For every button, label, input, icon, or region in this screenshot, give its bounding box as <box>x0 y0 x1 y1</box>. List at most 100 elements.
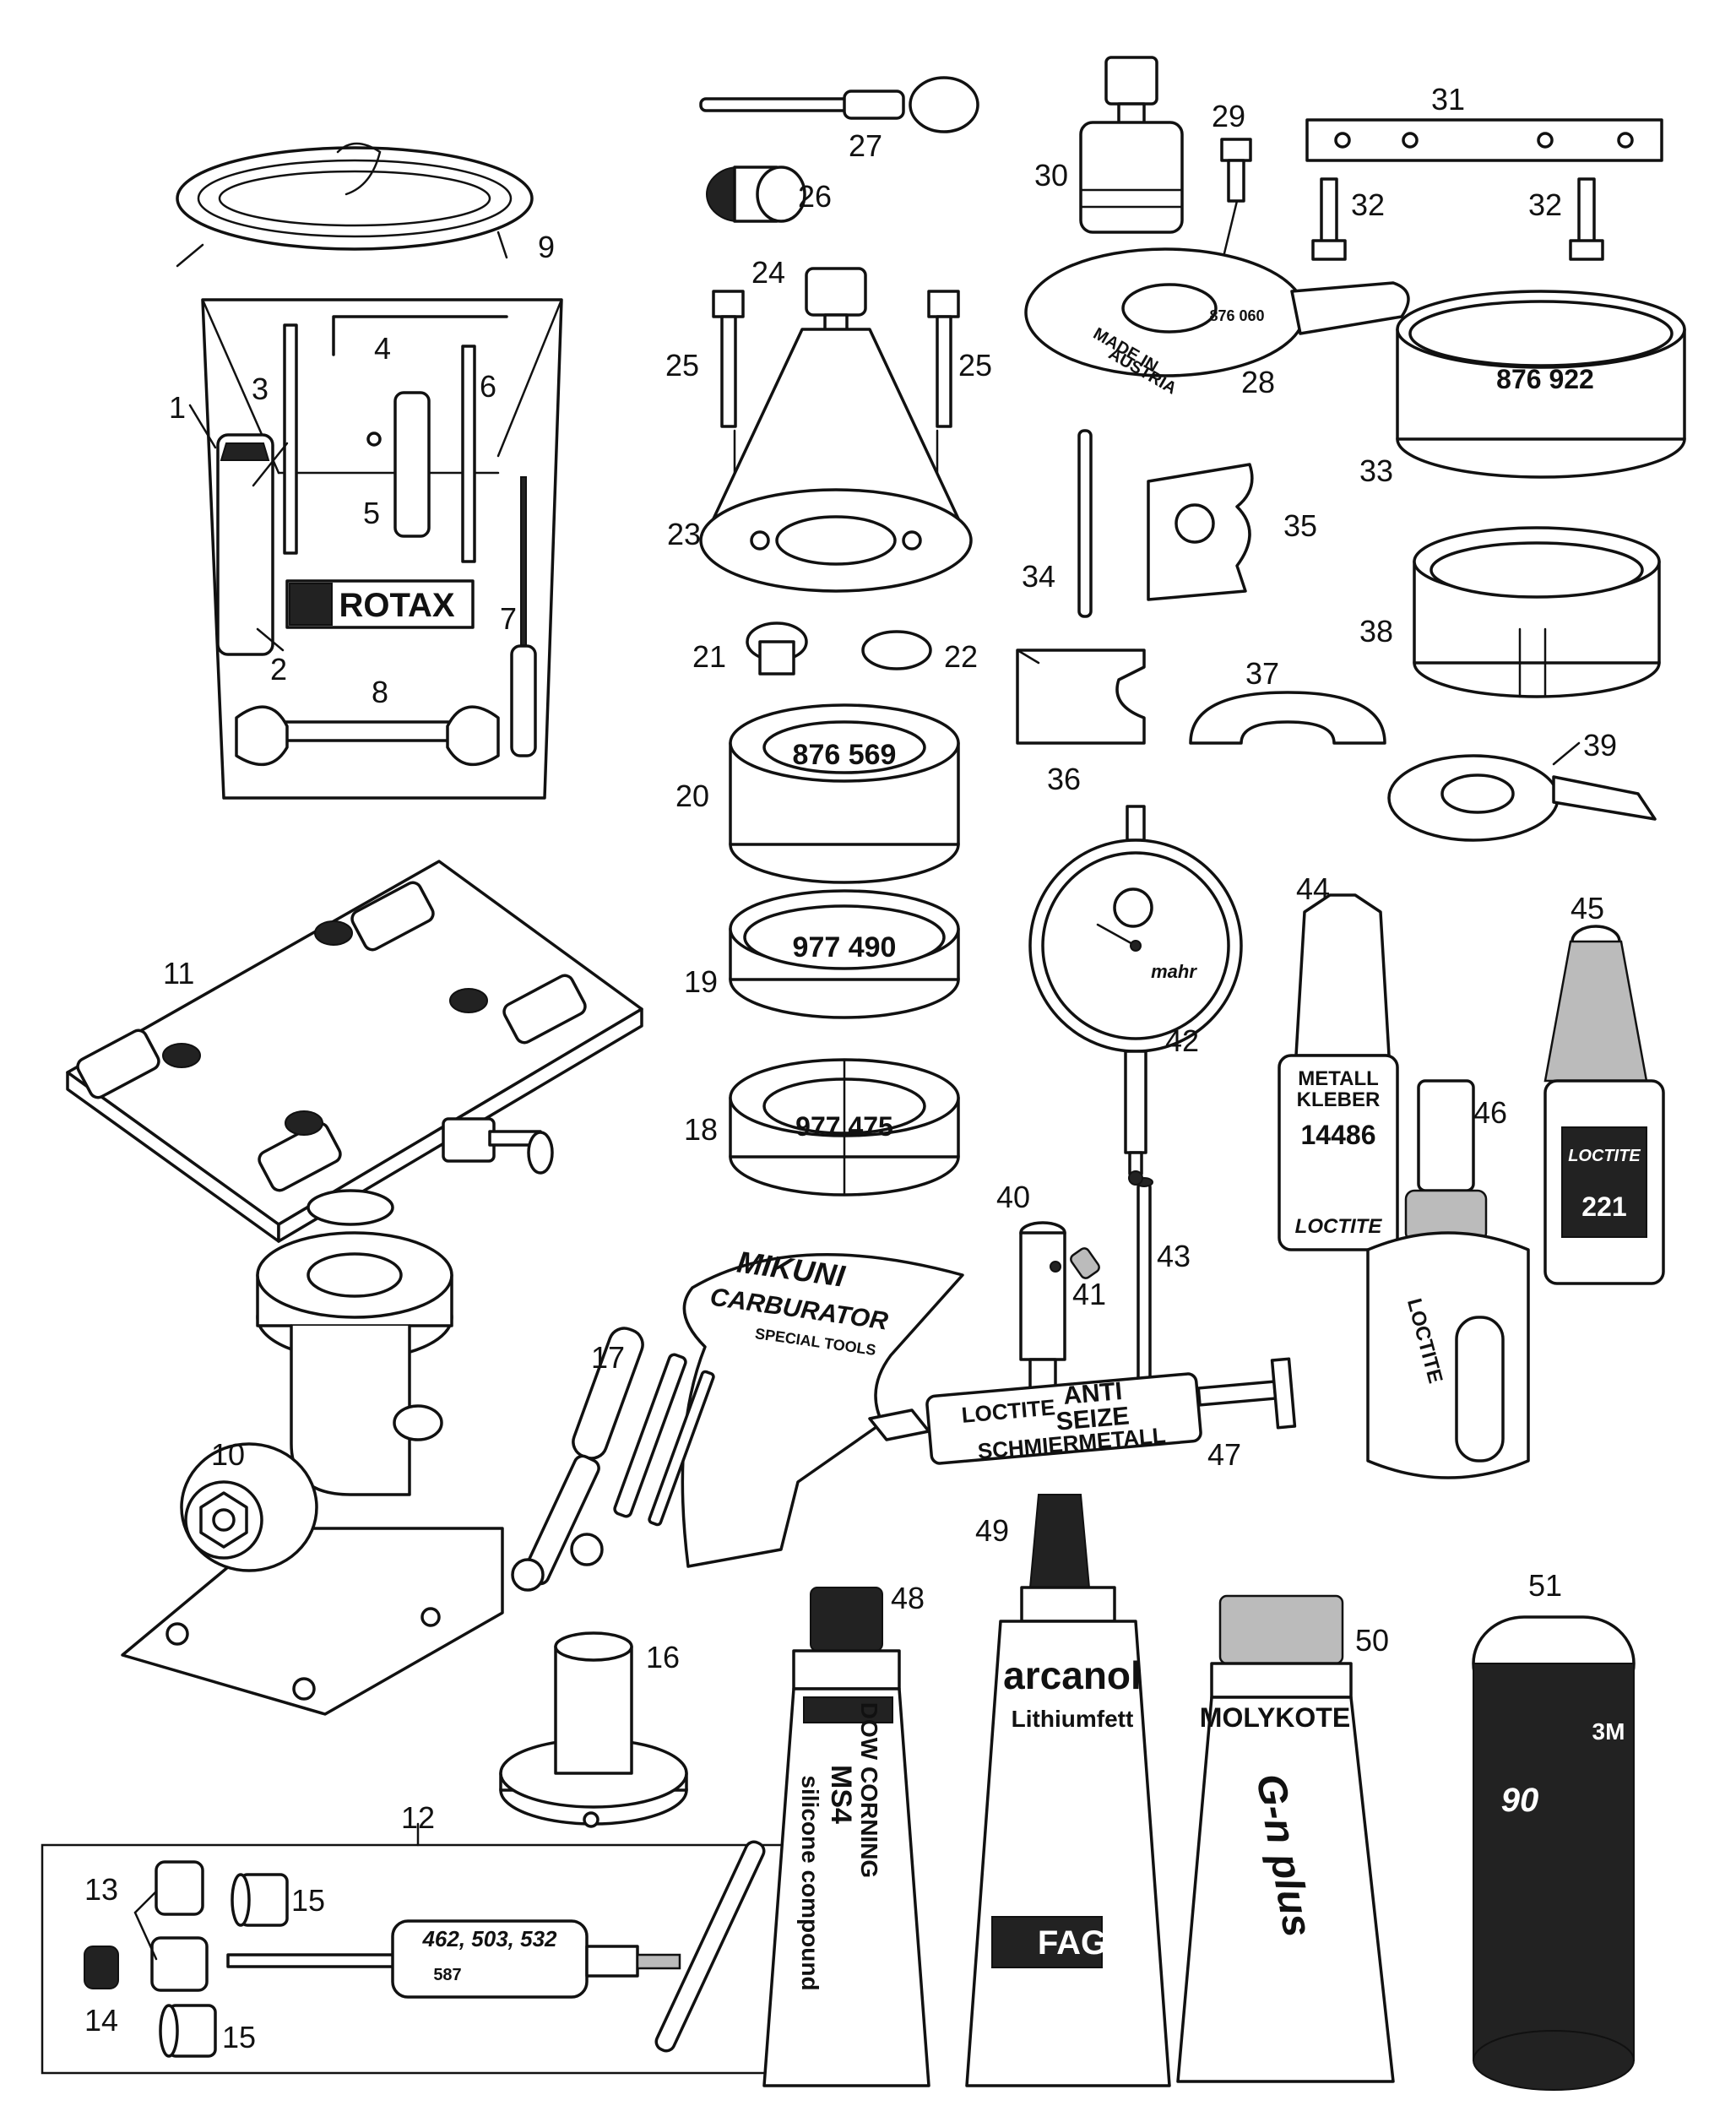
part-36-bracket <box>1016 649 1146 745</box>
callout-30: 30 <box>1034 158 1068 193</box>
part-48-tube: DOW CORNING MS4 silicone compound <box>762 1587 930 2087</box>
callout-26: 26 <box>798 179 832 214</box>
callout-10: 10 <box>211 1437 245 1472</box>
part-45-bottle: LOCTITE 221 <box>1543 925 1665 1285</box>
callout-37: 37 <box>1245 656 1279 691</box>
part-6-rod <box>461 345 476 563</box>
part-2-box-wrench <box>216 433 274 656</box>
callout-labels: 1 2 3 4 5 6 7 8 9 10 11 12 13 14 15 15 1… <box>84 82 1617 2054</box>
can51-line2: 90 <box>1501 1782 1539 1819</box>
part-27-pin <box>699 76 979 133</box>
part-5-spark-wrench <box>393 391 431 538</box>
part-26-sleeve <box>706 166 806 223</box>
part-51-spray-can: 3M 90 <box>1472 1615 1636 2091</box>
callout-50: 50 <box>1355 1623 1389 1658</box>
part-35-plate <box>1147 463 1254 601</box>
callout-40: 40 <box>996 1180 1030 1214</box>
tube48-line2: MS4 <box>825 1765 857 1824</box>
callout-4: 4 <box>374 331 391 366</box>
callout-35: 35 <box>1283 508 1317 543</box>
part-44-bottle: METALL KLEBER 14486 LOCTITE <box>1278 893 1399 1251</box>
rotax-brand-label: ROTAX <box>339 587 454 624</box>
callout-6: 6 <box>480 369 496 404</box>
callout-25b: 25 <box>958 348 992 383</box>
bottle44-line4: LOCTITE <box>1295 1215 1383 1238</box>
bottle45-line1: LOCTITE <box>1568 1147 1641 1165</box>
tube48-line1: DOW CORNING <box>856 1702 882 1878</box>
bottle44-line2: KLEBER <box>1297 1088 1381 1111</box>
can51-line1: 3M <box>1592 1718 1625 1745</box>
tube49-line3: FAG <box>1038 1924 1107 1962</box>
part-7-screwdriver <box>520 476 527 647</box>
part-31-bar <box>1305 118 1663 162</box>
part-25b-bolt <box>927 290 960 428</box>
callout-13: 13 <box>84 1872 118 1907</box>
callout-34: 34 <box>1022 559 1055 594</box>
part-41-set-screw <box>1070 1247 1100 1279</box>
callout-11: 11 <box>163 956 194 990</box>
part-22-cap <box>861 630 932 670</box>
callout-24: 24 <box>751 255 785 290</box>
callout-23: 23 <box>667 517 701 551</box>
callout-42: 42 <box>1165 1023 1199 1058</box>
callout-19: 19 <box>684 964 718 999</box>
part-33-ring: 876 922 <box>1396 290 1686 479</box>
part-11-base-plate <box>66 860 643 1243</box>
part-37-half-ring <box>1189 691 1386 745</box>
part-25a-bolt <box>712 290 745 428</box>
plate-number-label: 876 060 <box>1209 307 1264 324</box>
callout-48: 48 <box>891 1581 925 1615</box>
callout-49: 49 <box>975 1513 1009 1548</box>
tube49-line1: arcanol <box>1003 1653 1142 1697</box>
part-4-hex-key <box>332 315 508 356</box>
part-49-tube: arcanol Lithiumfett FAG <box>965 1494 1171 2087</box>
syringe-line2: ANTI <box>1062 1377 1124 1410</box>
part-21-plug <box>746 621 808 676</box>
puller-numbers-label: 462, 503, 532 <box>421 1926 557 1951</box>
callout-28: 28 <box>1241 365 1275 399</box>
part-3-rod <box>283 323 298 555</box>
part-8-spanner <box>235 705 500 767</box>
callout-25a: 25 <box>665 348 699 383</box>
ring-20-label: 876 569 <box>793 739 897 771</box>
callout-5: 5 <box>363 496 380 530</box>
part-34-pin <box>1077 429 1093 618</box>
bottle45-line2: 221 <box>1581 1191 1626 1222</box>
callout-14: 14 <box>84 2003 118 2038</box>
tube48-line3: silicone compound <box>797 1775 823 1990</box>
part-15b-sleeve <box>159 2004 217 2058</box>
part-32a-bolt <box>1311 177 1347 261</box>
callout-21: 21 <box>692 639 726 674</box>
callout-15a: 15 <box>291 1883 325 1918</box>
callout-8: 8 <box>372 675 388 709</box>
part-28-holder-plate: MADE IN AUSTRIA 876 060 <box>1024 247 1410 399</box>
leader-lines <box>133 199 1581 1961</box>
part-13-collet <box>150 1860 209 1992</box>
callout-39: 39 <box>1583 728 1617 763</box>
part-20-ring: 876 569 <box>729 703 960 884</box>
callout-36: 36 <box>1047 762 1081 796</box>
part-40-adapter <box>1019 1221 1066 1391</box>
callout-7: 7 <box>500 601 517 636</box>
part-19-ring: 977 490 <box>729 889 960 1019</box>
bottle44-line3: 14486 <box>1301 1120 1376 1150</box>
callout-31: 31 <box>1431 82 1465 117</box>
part-32b-bolt <box>1569 177 1604 261</box>
part-50-tube: MOLYKOTE G-n plus <box>1176 1594 1395 2083</box>
callout-1: 1 <box>169 390 186 425</box>
callout-20: 20 <box>675 779 709 813</box>
callout-41: 41 <box>1072 1277 1106 1311</box>
part-14-nut <box>84 1946 119 1989</box>
callout-16: 16 <box>646 1640 680 1674</box>
ring-19-label: 977 490 <box>793 931 897 963</box>
part-46-bottle: LOCTITE <box>1366 1079 1530 1479</box>
callout-3: 3 <box>252 372 269 406</box>
callout-9: 9 <box>538 230 555 264</box>
callout-51: 51 <box>1528 1568 1562 1603</box>
syringe-line3: SEIZE <box>1055 1402 1131 1435</box>
part-39-pin-spanner <box>1387 754 1657 842</box>
callout-45: 45 <box>1571 891 1604 925</box>
ring-18-label: 977 475 <box>795 1111 893 1142</box>
